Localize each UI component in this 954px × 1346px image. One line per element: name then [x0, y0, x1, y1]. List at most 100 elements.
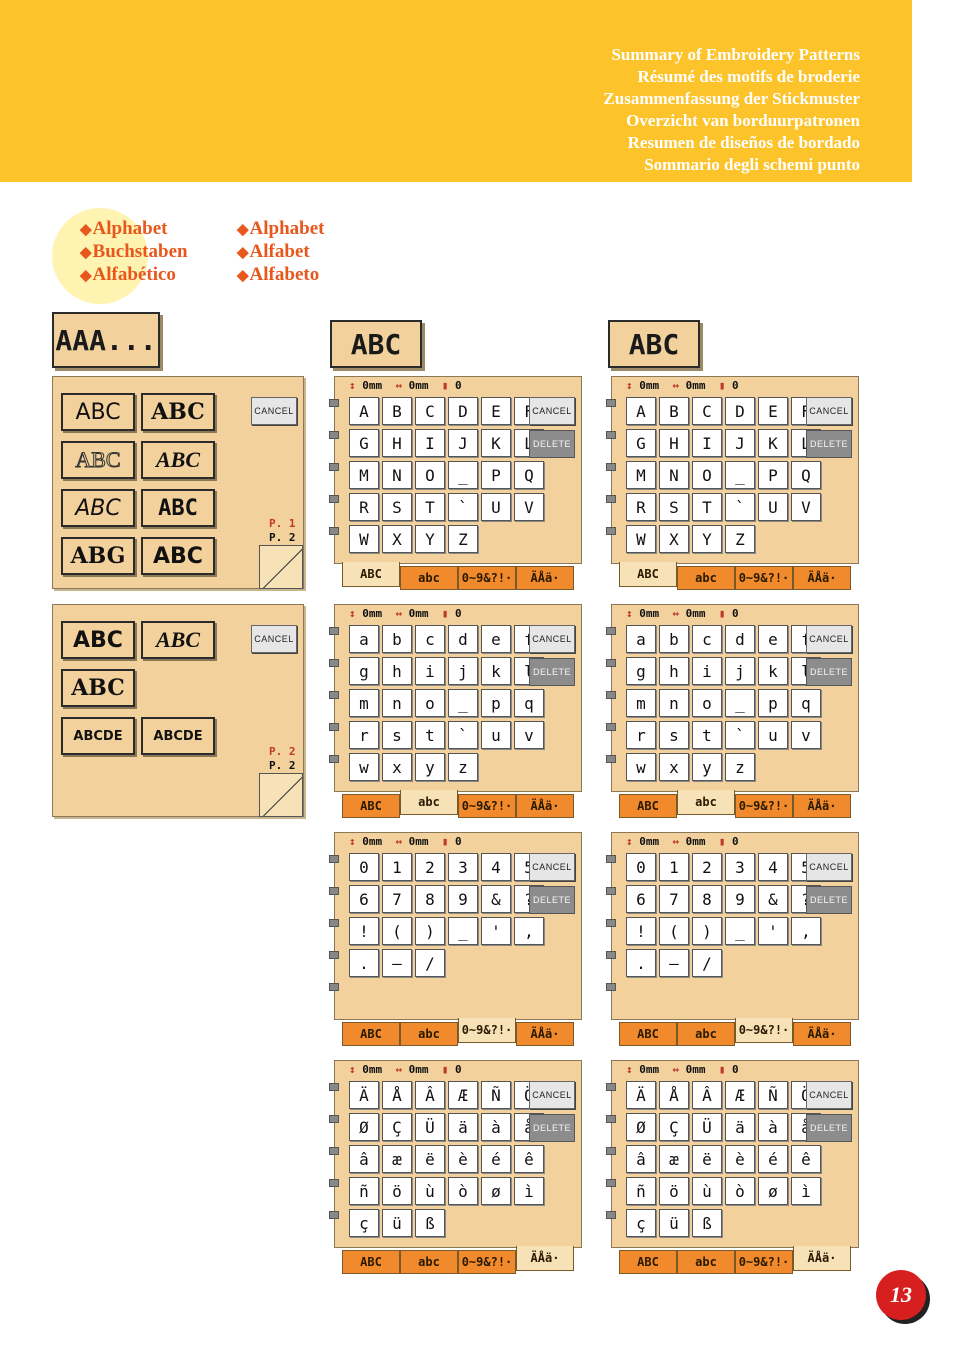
character-key[interactable]: 3	[448, 853, 478, 881]
character-key[interactable]: 4	[481, 853, 511, 881]
character-key[interactable]: —	[659, 949, 689, 977]
character-key[interactable]: `	[725, 493, 755, 521]
character-key[interactable]: S	[382, 493, 412, 521]
character-key[interactable]: K	[481, 429, 511, 457]
character-key[interactable]: z	[725, 753, 755, 781]
character-key[interactable]: æ	[659, 1145, 689, 1173]
character-key[interactable]: i	[415, 657, 445, 685]
character-key[interactable]: Â	[415, 1081, 445, 1109]
character-key[interactable]: ù	[692, 1177, 722, 1205]
character-key[interactable]: g	[349, 657, 379, 685]
character-key[interactable]: a	[349, 625, 379, 653]
character-key[interactable]: W	[349, 525, 379, 553]
character-key[interactable]: d	[448, 625, 478, 653]
character-key[interactable]: m	[626, 689, 656, 717]
character-key[interactable]: o	[692, 689, 722, 717]
character-key[interactable]: k	[481, 657, 511, 685]
keyboard-tab[interactable]: 0~9&?!·	[735, 1018, 793, 1043]
character-key[interactable]: _	[725, 461, 755, 489]
character-key[interactable]: '	[758, 917, 788, 945]
delete-button[interactable]: DELETE	[806, 886, 852, 914]
character-key[interactable]: p	[481, 689, 511, 717]
character-key[interactable]: B	[659, 397, 689, 425]
character-key[interactable]: '	[481, 917, 511, 945]
keyboard-tab[interactable]: ÄÅä·	[793, 1022, 851, 1046]
keyboard-tab[interactable]: ABC	[619, 1022, 677, 1046]
keyboard-tab[interactable]: ABC	[342, 1022, 400, 1046]
character-key[interactable]: W	[626, 525, 656, 553]
character-key[interactable]: ø	[481, 1177, 511, 1205]
character-key[interactable]: Å	[382, 1081, 412, 1109]
character-key[interactable]: z	[448, 753, 478, 781]
cancel-button[interactable]: CANCEL	[529, 397, 575, 425]
character-key[interactable]: ß	[415, 1209, 445, 1237]
cancel-button[interactable]: CANCEL	[806, 853, 852, 881]
keyboard-tab[interactable]: abc	[400, 566, 458, 590]
cancel-button[interactable]: CANCEL	[251, 625, 297, 653]
character-key[interactable]: q	[791, 689, 821, 717]
character-key[interactable]: v	[514, 721, 544, 749]
character-key[interactable]: s	[659, 721, 689, 749]
character-key[interactable]: x	[659, 753, 689, 781]
character-key[interactable]: D	[448, 397, 478, 425]
character-key[interactable]: ì	[791, 1177, 821, 1205]
character-key[interactable]: ü	[382, 1209, 412, 1237]
character-key[interactable]: Ñ	[758, 1081, 788, 1109]
character-key[interactable]: Q	[791, 461, 821, 489]
character-key[interactable]: )	[692, 917, 722, 945]
keyboard-tab[interactable]: abc	[677, 790, 735, 815]
character-key[interactable]: _	[725, 917, 755, 945]
character-key[interactable]: R	[626, 493, 656, 521]
character-key[interactable]: w	[349, 753, 379, 781]
page-turn-icon[interactable]	[259, 545, 303, 589]
keyboard-tab[interactable]: ABC	[619, 1250, 677, 1274]
character-key[interactable]: è	[725, 1145, 755, 1173]
character-key[interactable]: _	[448, 917, 478, 945]
character-key[interactable]: ë	[415, 1145, 445, 1173]
character-key[interactable]: i	[692, 657, 722, 685]
keyboard-tab[interactable]: ABC	[619, 794, 677, 818]
character-key[interactable]: t	[415, 721, 445, 749]
character-key[interactable]: 7	[659, 885, 689, 913]
delete-button[interactable]: DELETE	[529, 430, 575, 458]
character-key[interactable]: ù	[415, 1177, 445, 1205]
delete-button[interactable]: DELETE	[806, 430, 852, 458]
character-key[interactable]: c	[415, 625, 445, 653]
character-key[interactable]: h	[659, 657, 689, 685]
character-key[interactable]: Y	[692, 525, 722, 553]
character-key[interactable]: &	[758, 885, 788, 913]
character-key[interactable]: ß	[692, 1209, 722, 1237]
character-key[interactable]: r	[349, 721, 379, 749]
character-key[interactable]: ê	[514, 1145, 544, 1173]
keyboard-tab[interactable]: 0~9&?!·	[458, 1250, 516, 1274]
character-key[interactable]: M	[349, 461, 379, 489]
character-key[interactable]: Ç	[382, 1113, 412, 1141]
character-key[interactable]: U	[481, 493, 511, 521]
character-key[interactable]: K	[758, 429, 788, 457]
character-key[interactable]: V	[791, 493, 821, 521]
character-key[interactable]: 0	[626, 853, 656, 881]
character-key[interactable]: _	[448, 689, 478, 717]
character-key[interactable]: g	[626, 657, 656, 685]
character-key[interactable]: d	[725, 625, 755, 653]
character-key[interactable]: Ä	[349, 1081, 379, 1109]
keyboard-tab[interactable]: 0~9&?!·	[458, 794, 516, 818]
character-key[interactable]: V	[514, 493, 544, 521]
character-key[interactable]: M	[626, 461, 656, 489]
character-key[interactable]: G	[626, 429, 656, 457]
character-key[interactable]: Ñ	[481, 1081, 511, 1109]
character-key[interactable]: 1	[659, 853, 689, 881]
font-button[interactable]: ABCDE	[61, 717, 135, 755]
delete-button[interactable]: DELETE	[806, 1114, 852, 1142]
character-key[interactable]: ê	[791, 1145, 821, 1173]
character-key[interactable]: 3	[725, 853, 755, 881]
character-key[interactable]: T	[692, 493, 722, 521]
cancel-button[interactable]: CANCEL	[529, 625, 575, 653]
character-key[interactable]: n	[659, 689, 689, 717]
character-key[interactable]: _	[725, 689, 755, 717]
abc-key[interactable]: ABC	[330, 320, 422, 368]
keyboard-tab[interactable]: ÄÅä·	[793, 566, 851, 590]
font-button[interactable]: ABC	[61, 489, 135, 527]
character-key[interactable]: è	[448, 1145, 478, 1173]
character-key[interactable]: /	[415, 949, 445, 977]
